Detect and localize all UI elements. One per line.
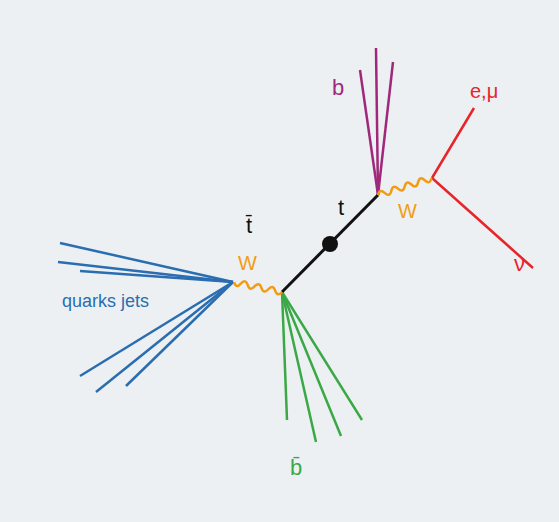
particle-label: t — [338, 196, 344, 220]
quark-label: b — [332, 76, 344, 100]
top-pair-line — [282, 195, 378, 292]
w-boson-wave — [377, 175, 432, 198]
jet-label: quarks jets — [62, 292, 149, 312]
boson-label: W — [238, 252, 257, 274]
neutrino-label: ν — [514, 252, 525, 276]
production-vertex — [322, 236, 338, 252]
quark-label: b̄ — [290, 456, 302, 480]
w-boson-wave — [233, 279, 282, 295]
lepton-label: e,μ — [470, 80, 498, 102]
quark-jets — [58, 243, 233, 392]
b-jet — [360, 48, 393, 195]
bbar-jet — [282, 292, 362, 442]
lepton-lines — [432, 108, 533, 268]
particle-label: t̄ — [246, 214, 252, 238]
boson-label: W — [398, 200, 417, 222]
